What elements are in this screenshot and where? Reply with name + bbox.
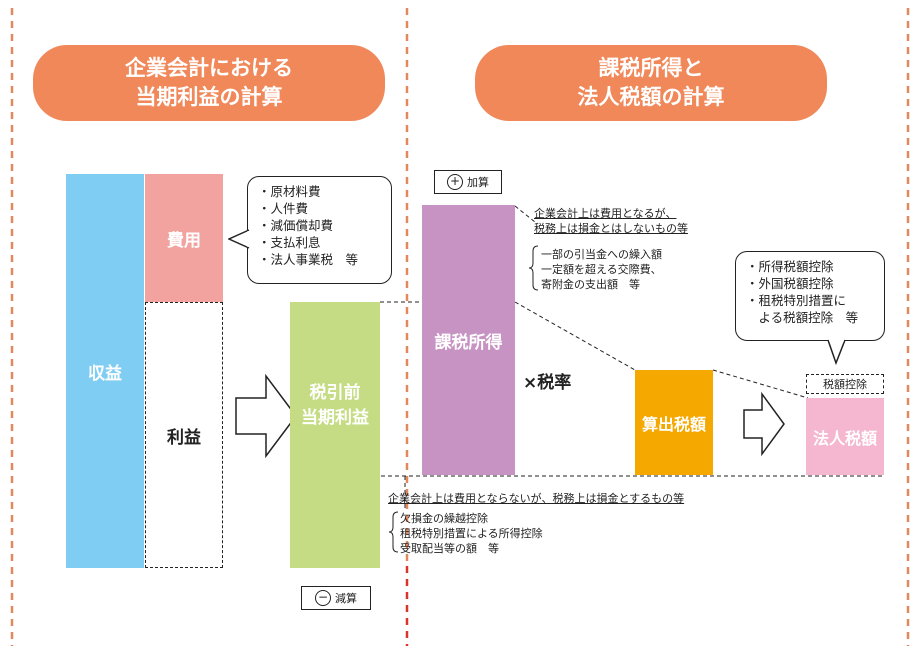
arrow-right-1 xyxy=(235,373,297,459)
header-right-line2: 法人税額の計算 xyxy=(577,85,725,109)
taxable-income-block: 課税所得 xyxy=(422,205,515,475)
header-right-line1: 課税所得と xyxy=(598,56,704,80)
sub-note-items: 欠損金の繰越控除 租税特別措置による所得控除 受取配当等の額 等 xyxy=(400,511,600,556)
profit-block: 利益 xyxy=(145,302,223,568)
add-label: 加算 xyxy=(467,176,489,189)
add-note-item: 一部の引当金への繰入額 xyxy=(541,248,662,261)
expense-bubble-tail xyxy=(228,229,250,249)
credit-item: ・租税特別措置に xyxy=(746,293,847,308)
sub-note-item: 租税特別措置による所得控除 xyxy=(400,527,543,540)
revenue-block: 収益 xyxy=(66,174,144,568)
sub-note-item: 欠損金の繰越控除 xyxy=(400,512,488,525)
add-note-item: 寄附金の支出額 等 xyxy=(541,278,640,291)
corporate-tax-block: 法人税額 xyxy=(806,398,884,475)
header-right: 課税所得と 法人税額の計算 xyxy=(475,45,827,121)
subtract-label: 減算 xyxy=(335,592,357,605)
credit-bubble-tail xyxy=(827,339,846,365)
expense-block: 費用 xyxy=(145,174,223,302)
expense-label: 費用 xyxy=(167,230,201,251)
corporate-tax-label: 法人税額 xyxy=(812,428,877,448)
add-note-items: 一部の引当金への繰入額 一定額を超える交際費、 寄附金の支出額 等 xyxy=(541,247,711,292)
credit-bubble: ・所得税額控除 ・外国税額控除 ・租税特別措置に よる税額控除 等 xyxy=(735,251,885,341)
taxable-income-label: 課税所得 xyxy=(434,332,503,353)
add-note-item: 一定額を超える交際費、 xyxy=(541,263,662,276)
tax-rate-label: ×税率 xyxy=(523,373,572,393)
add-note-title-2: 税務上は損金とはしないもの等 xyxy=(534,222,688,235)
sub-note-title: 企業会計上は費用とならないが、税務上は損金とするもの等 xyxy=(388,492,685,505)
expense-item: ・人件費 xyxy=(258,201,309,216)
pretax-line1: 税引前 xyxy=(309,383,361,403)
subtract-tag: − 減算 xyxy=(301,586,371,610)
plus-icon: + xyxy=(447,174,463,190)
expense-item: ・原材料費 xyxy=(258,184,321,199)
calculated-tax-block: 算出税額 xyxy=(635,370,713,475)
revenue-label: 収益 xyxy=(88,363,122,384)
header-left: 企業会計における 当期利益の計算 xyxy=(33,45,385,121)
tax-credit-label: 税額控除 xyxy=(823,378,867,391)
profit-label: 利益 xyxy=(167,427,201,448)
add-note-title-1: 企業会計上は費用となるが、 xyxy=(534,207,677,220)
tax-credit-tag: 税額控除 xyxy=(806,374,884,394)
credit-item: よる税額控除 等 xyxy=(746,310,859,325)
header-left-line1: 企業会計における xyxy=(125,56,293,80)
header-left-line2: 当期利益の計算 xyxy=(135,85,283,109)
calculated-tax-label: 算出税額 xyxy=(641,414,706,434)
add-tag: + 加算 xyxy=(434,170,502,194)
sub-note-item: 受取配当等の額 等 xyxy=(400,542,499,555)
expense-item: ・支払利息 xyxy=(258,235,321,250)
expense-item: ・減価償却費 xyxy=(258,218,334,233)
pretax-profit-block: 税引前 当期利益 xyxy=(290,302,380,568)
expense-bubble: ・原材料費 ・人件費 ・減価償却費 ・支払利息 ・法人事業税 等 xyxy=(247,176,392,284)
minus-icon: − xyxy=(315,590,331,606)
add-note: 企業会計上は費用となるが、 税務上は損金とはしないもの等 xyxy=(534,206,714,236)
pretax-line2: 当期利益 xyxy=(301,408,369,428)
credit-item: ・外国税額控除 xyxy=(746,276,834,291)
arrow-right-2 xyxy=(743,391,785,457)
expense-item: ・法人事業税 等 xyxy=(258,252,359,267)
credit-item: ・所得税額控除 xyxy=(746,259,834,274)
